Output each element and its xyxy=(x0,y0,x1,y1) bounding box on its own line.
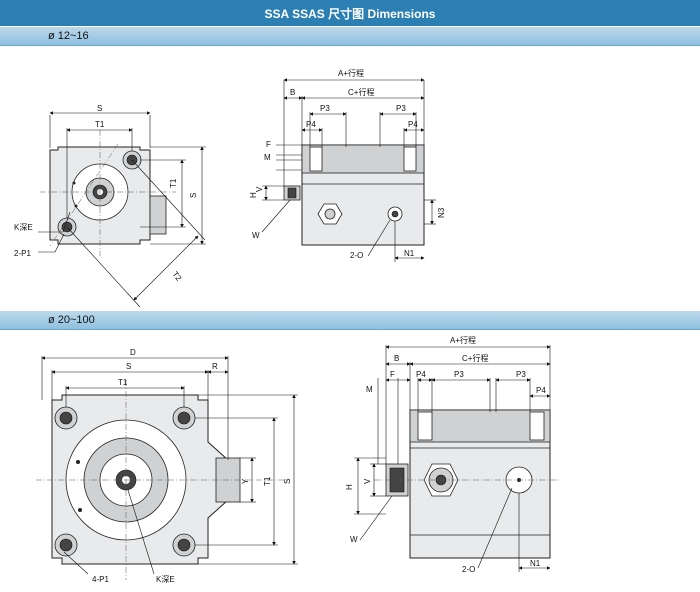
section-header-large-bore: ø 20~100 xyxy=(0,311,700,330)
label-P4-right: P4 xyxy=(536,386,546,395)
label-A: A+行程 xyxy=(338,68,364,78)
label-N1: N1 xyxy=(530,559,541,568)
side-view-large: A+行程 B C+行程 M F P4 P3 P3 P4 H V W 2-O N1 xyxy=(345,335,560,574)
section-label: ø 20~100 xyxy=(48,314,95,326)
label-H: H xyxy=(345,484,354,490)
front-view-small: S T1 T1 S T2 K深E 2-P1 xyxy=(14,104,206,308)
section-header-small-bore: ø 12~16 xyxy=(0,27,700,46)
label-W: W xyxy=(350,535,358,544)
label-H: H xyxy=(249,192,258,198)
label-R: R xyxy=(212,362,218,371)
label-Y: Y xyxy=(241,478,250,484)
label-P3-right: P3 xyxy=(516,370,526,379)
label-W: W xyxy=(252,231,260,240)
label-S-side: S xyxy=(189,193,198,198)
label-F: F xyxy=(390,370,395,379)
label-T1-side: T1 xyxy=(263,476,272,486)
label-B: B xyxy=(290,88,295,97)
label-M: M xyxy=(264,153,271,162)
label-B: B xyxy=(394,354,399,363)
label-P3-right: P3 xyxy=(396,104,406,113)
label-P1: 4-P1 xyxy=(92,575,109,584)
label-P4-right: P4 xyxy=(408,120,418,129)
label-V: V xyxy=(363,478,372,484)
label-A: A+行程 xyxy=(450,335,476,345)
label-D: D xyxy=(130,348,136,357)
label-F: F xyxy=(266,140,271,149)
front-view-large: D S R T1 Y T1 S 4-P1 K深E xyxy=(36,348,298,584)
label-T1-side: T1 xyxy=(169,178,178,188)
label-C: C+行程 xyxy=(462,353,488,363)
label-K: K深E xyxy=(14,223,33,232)
side-view-small: A+行程 B C+行程 P3 P3 P4 P4 F M H V W N3 2-O… xyxy=(249,68,446,262)
label-T1: T1 xyxy=(118,378,128,387)
label-M: M xyxy=(366,385,373,394)
label-O: 2-O xyxy=(350,251,363,260)
label-S: S xyxy=(97,104,102,113)
label-O: 2-O xyxy=(462,565,475,574)
label-C: C+行程 xyxy=(348,87,374,97)
label-P3-left: P3 xyxy=(454,370,464,379)
label-K: K深E xyxy=(156,575,175,584)
label-P1: 2-P1 xyxy=(14,249,31,258)
label-P4-left: P4 xyxy=(416,370,426,379)
label-S-side: S xyxy=(283,479,292,484)
label-N3: N3 xyxy=(437,207,446,218)
label-T2: T2 xyxy=(170,270,183,283)
section-label: ø 12~16 xyxy=(48,30,89,42)
page-title: SSA SSAS 尺寸图 Dimensions xyxy=(0,0,700,26)
label-T1: T1 xyxy=(95,120,105,129)
label-S: S xyxy=(126,362,131,371)
label-P3-left: P3 xyxy=(320,104,330,113)
label-P4-left: P4 xyxy=(306,120,316,129)
label-N1: N1 xyxy=(404,249,415,258)
label-V: V xyxy=(255,186,264,192)
